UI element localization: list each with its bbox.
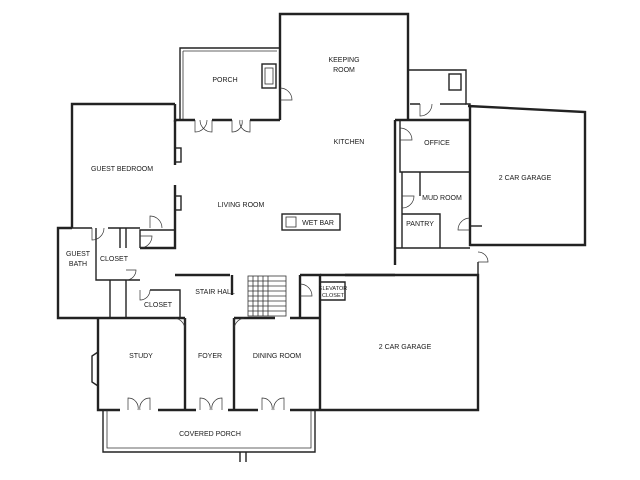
label-closet-hall: CLOSET [144,302,173,309]
label-keeping-room-line1: KEEPING [328,57,359,64]
label-covered-porch: COVERED PORCH [179,431,241,438]
label-porch: PORCH [212,77,237,84]
fixtures [174,63,462,317]
label-office: OFFICE [424,140,450,147]
sink-icon [285,216,297,228]
label-mud-room: MUD ROOM [422,195,462,202]
label-guest-bath-line1: GUEST [66,251,91,258]
stairs [247,275,287,317]
label-study: STUDY [129,353,153,360]
label-kitchen: KITCHEN [334,139,365,146]
walls [56,12,587,462]
label-garage-lower: 2 CAR GARAGE [379,344,432,351]
label-guest-bedroom: GUEST BEDROOM [91,166,153,173]
label-foyer: FOYER [198,353,222,360]
label-stair-hall: STAIR HALL [195,289,235,296]
wet-bar-counter [281,213,341,231]
label-elevator-closet-line1: ELEVATOR [319,286,347,292]
label-elevator-closet-line2: CLOSET [322,293,345,299]
room-labels: PORCH KEEPING ROOM KITCHEN OFFICE GUEST … [66,57,552,438]
label-guest-bath-line2: BATH [69,261,87,268]
doors [91,87,489,411]
label-keeping-room-line2: ROOM [333,67,355,74]
label-living-room: LIVING ROOM [218,202,265,209]
label-wet-bar: WET BAR [302,220,334,227]
label-garage-upper: 2 CAR GARAGE [499,175,552,182]
label-closet-guest: CLOSET [100,256,129,263]
label-pantry: PANTRY [406,221,434,228]
label-dining-room: DINING ROOM [253,353,301,360]
